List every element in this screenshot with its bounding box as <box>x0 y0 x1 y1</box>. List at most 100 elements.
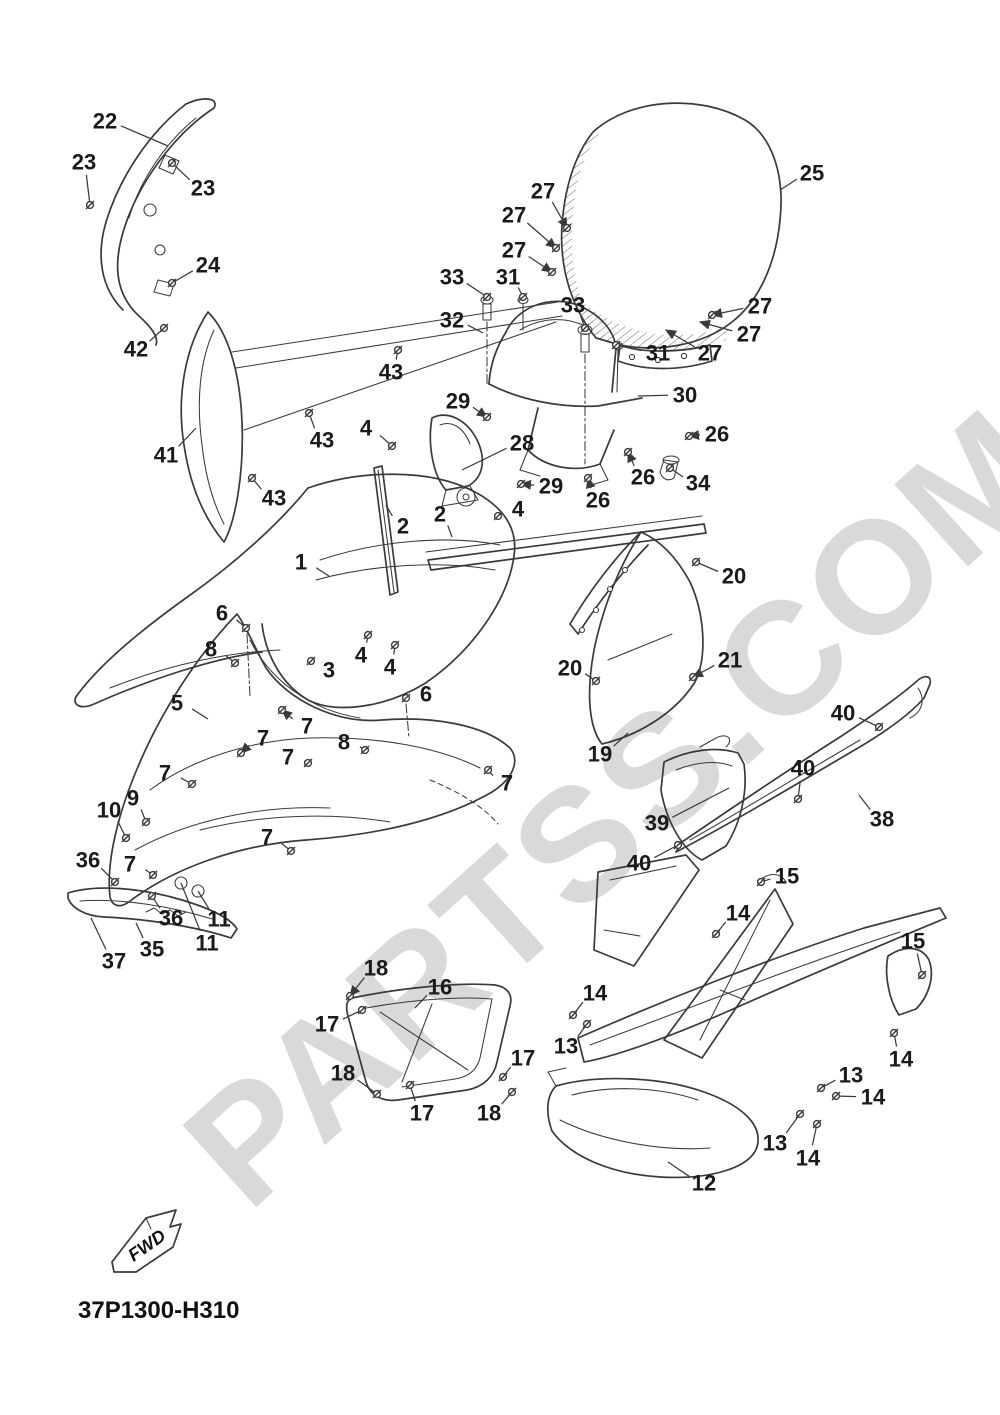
callout-label: 4 <box>360 416 373 441</box>
callout-label: 43 <box>379 360 403 385</box>
callout-23: 23 <box>167 158 215 201</box>
callout-29: 29 <box>516 474 563 499</box>
leader-line <box>664 329 696 348</box>
callout-label: 26 <box>631 465 655 490</box>
leader-line <box>197 890 210 909</box>
leader-line <box>528 255 554 273</box>
callout-label: 43 <box>310 428 334 453</box>
callout-label: 21 <box>718 648 742 673</box>
callout-41: 41 <box>154 427 197 468</box>
callout-label: 18 <box>364 956 388 981</box>
callout-label: 32 <box>440 308 464 333</box>
callout-label: 35 <box>140 937 164 962</box>
callout-label: 33 <box>440 265 464 290</box>
callout-2: 2 <box>385 504 409 539</box>
callout-4: 4 <box>360 416 397 451</box>
fastener-glyph <box>874 722 884 732</box>
callout-label: 15 <box>775 864 799 889</box>
fastener-glyph <box>360 745 370 755</box>
callout-6: 6 <box>401 682 432 707</box>
part-side-panel <box>660 735 746 861</box>
callout-11: 11 <box>180 882 219 956</box>
fastener-glyph <box>121 833 131 843</box>
callout-label: 26 <box>705 422 729 447</box>
callout-2: 2 <box>434 502 453 538</box>
callout-11: 11 <box>197 890 231 932</box>
fastener-glyph <box>230 658 240 668</box>
callout-20: 20 <box>558 656 601 686</box>
callout-27: 27 <box>502 238 557 277</box>
leader-line <box>85 174 91 206</box>
callout-label: 13 <box>839 1063 863 1088</box>
callout-35: 35 <box>135 922 164 962</box>
fastener-glyph <box>387 441 397 451</box>
callout-27: 27 <box>698 319 761 347</box>
fastener-glyph <box>583 473 593 483</box>
callout-29: 29 <box>446 389 492 422</box>
fastener-glyph <box>345 991 355 1001</box>
fastener-glyph <box>591 676 601 686</box>
callout-27: 27 <box>502 203 561 253</box>
callout-33: 33 <box>440 265 492 302</box>
fastener-glyph <box>85 200 95 210</box>
leader-line <box>385 504 393 517</box>
callout-7: 7 <box>282 745 313 770</box>
callout-label: 6 <box>216 601 228 626</box>
callout-label: 14 <box>726 901 751 926</box>
callout-4: 4 <box>384 640 400 680</box>
fastener-glyph <box>303 758 313 768</box>
fastener-glyph <box>673 840 683 850</box>
callout-14: 14 <box>831 1085 886 1110</box>
callout-label: 4 <box>355 643 368 668</box>
fastener-glyph <box>306 656 316 666</box>
callout-13: 13 <box>763 1109 805 1156</box>
callout-label: 19 <box>588 742 612 767</box>
fastener-glyph <box>580 323 590 333</box>
callout-8: 8 <box>205 637 240 668</box>
part-leg-shield <box>108 613 516 907</box>
fastener-glyph <box>795 1109 805 1119</box>
callout-label: 38 <box>870 807 894 832</box>
callout-label: 11 <box>195 931 218 956</box>
leader-line <box>414 994 428 1009</box>
callout-label: 33 <box>561 293 585 318</box>
callout-12: 12 <box>667 1161 716 1196</box>
callout-43: 43 <box>247 473 286 511</box>
callout-label: 31 <box>496 265 520 290</box>
callout-25: 25 <box>779 161 824 191</box>
fastener-glyph <box>623 447 633 457</box>
callout-10: 10 <box>97 798 131 843</box>
leader-line <box>551 201 568 230</box>
leader-line <box>180 882 201 932</box>
callout-15: 15 <box>901 929 927 980</box>
callout-1: 1 <box>295 550 330 577</box>
fwd-arrow: FWD <box>111 1209 182 1273</box>
leader-line <box>654 844 679 859</box>
callout-label: 14 <box>889 1047 914 1072</box>
part-windshield-stay <box>480 295 680 487</box>
fastener-glyph <box>688 672 698 682</box>
callout-14: 14 <box>711 901 751 939</box>
callout-label: 2 <box>397 514 409 539</box>
callout-17: 17 <box>315 1005 367 1037</box>
callout-22: 22 <box>93 109 169 147</box>
callout-label: 40 <box>627 851 651 876</box>
callout-label: 7 <box>301 714 313 739</box>
fastener-glyph <box>247 473 257 483</box>
leader-line <box>710 307 744 318</box>
callout-13: 13 <box>816 1063 863 1093</box>
callout-43: 43 <box>379 345 403 385</box>
leader-line <box>526 222 557 249</box>
callout-37: 37 <box>90 917 126 974</box>
leader-line <box>90 917 107 950</box>
callout-18: 18 <box>331 1061 382 1099</box>
callout-36: 36 <box>147 891 183 931</box>
callout-label: 27 <box>698 341 722 366</box>
fastener-glyph <box>816 1083 826 1093</box>
callout-label: 27 <box>502 238 526 263</box>
callout-31: 31 <box>611 341 670 366</box>
callout-14: 14 <box>889 1028 914 1072</box>
leader-line <box>120 125 169 147</box>
callout-label: 14 <box>861 1085 886 1110</box>
